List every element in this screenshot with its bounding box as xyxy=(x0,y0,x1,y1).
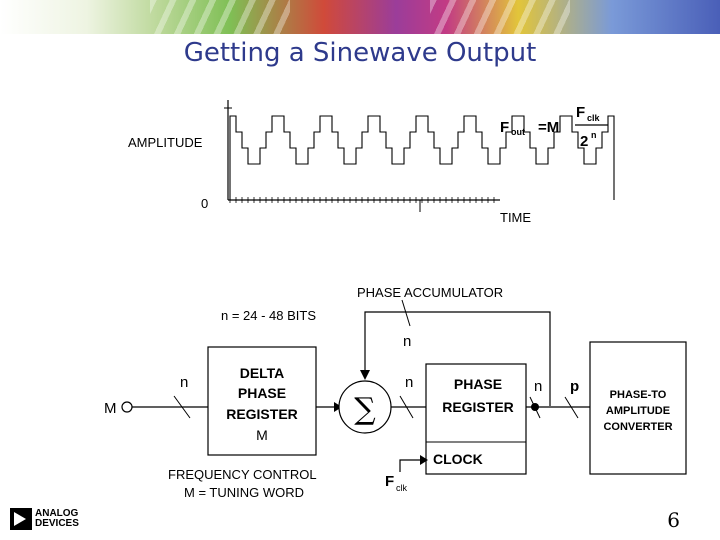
delta-phase-line4: M xyxy=(256,427,268,443)
formula-equals-m: =M xyxy=(538,119,559,136)
formula-out-subscript: out xyxy=(511,127,525,137)
input-width-label: n xyxy=(180,374,188,391)
input-m-label: M xyxy=(104,400,117,417)
phase-register-line2: REGISTER xyxy=(442,399,514,415)
adder-width-label: n xyxy=(405,374,413,391)
fclk-subscript: clk xyxy=(396,483,407,493)
page-number: 6 xyxy=(667,508,680,532)
feedback-width-label: n xyxy=(403,333,411,350)
adder-bus-slash xyxy=(399,395,414,419)
input-bus-slash xyxy=(173,395,191,419)
phase-accumulator-label: PHASE ACCUMULATOR xyxy=(357,285,503,300)
frequency-control-label: FREQUENCY CONTROL xyxy=(168,467,317,482)
zero-label: 0 xyxy=(201,196,208,211)
input-terminal xyxy=(121,401,133,413)
stepped-sinewave xyxy=(229,115,615,200)
output-n-label: n xyxy=(534,378,542,395)
banner-decoration xyxy=(430,0,570,34)
analog-devices-logo: ANALOG DEVICES xyxy=(10,508,79,530)
delta-phase-line3: REGISTER xyxy=(226,406,298,422)
slide-title: Getting a Sinewave Output xyxy=(183,38,537,68)
phase-to-amplitude-converter-block xyxy=(589,341,687,475)
formula-n-superscript: n xyxy=(591,130,597,140)
phase-register-block xyxy=(425,363,527,475)
converter-line3: CONVERTER xyxy=(603,421,672,433)
feedback-path xyxy=(364,311,551,406)
feedback-arrow xyxy=(360,370,370,380)
formula-numerator: F xyxy=(576,104,585,121)
formula-denominator: 2 xyxy=(580,133,588,150)
output-frequency-formula: F out =M F clk 2 n xyxy=(500,104,608,150)
delta-phase-register-block xyxy=(207,346,317,456)
banner-decoration xyxy=(150,0,290,34)
logo-triangle-icon xyxy=(10,508,32,530)
logo-text-line1: ANALOG xyxy=(35,508,79,519)
converter-line2: AMPLITUDE xyxy=(606,405,670,417)
amplitude-label: AMPLITUDE xyxy=(128,135,203,150)
adder-input-arrow xyxy=(334,402,342,412)
clock-input-line xyxy=(399,459,426,472)
time-label: TIME xyxy=(500,210,531,225)
formula-clk-subscript: clk xyxy=(587,113,601,123)
clock-input-arrow xyxy=(420,455,428,465)
time-axis-ticks xyxy=(229,197,495,203)
bits-note: n = 24 - 48 BITS xyxy=(221,308,316,323)
clock-label: CLOCK xyxy=(433,451,483,467)
fclk-label: F xyxy=(385,473,394,490)
delta-phase-line2: PHASE xyxy=(238,385,286,401)
truncated-bus-slash xyxy=(564,396,579,419)
tuning-word-label: M = TUNING WORD xyxy=(184,485,304,500)
feedback-bus-slash xyxy=(401,299,411,327)
phase-bus-slash xyxy=(529,396,541,419)
header-banner xyxy=(0,0,720,34)
formula-f: F xyxy=(500,119,509,136)
sigma-icon: ∑ xyxy=(354,392,376,427)
converter-line1: PHASE-TO xyxy=(610,389,667,401)
logo-text-line2: DEVICES xyxy=(35,518,79,529)
output-p-label: p xyxy=(570,378,579,395)
phase-register-line1: PHASE xyxy=(454,376,502,392)
delta-phase-line1: DELTA xyxy=(240,365,285,381)
